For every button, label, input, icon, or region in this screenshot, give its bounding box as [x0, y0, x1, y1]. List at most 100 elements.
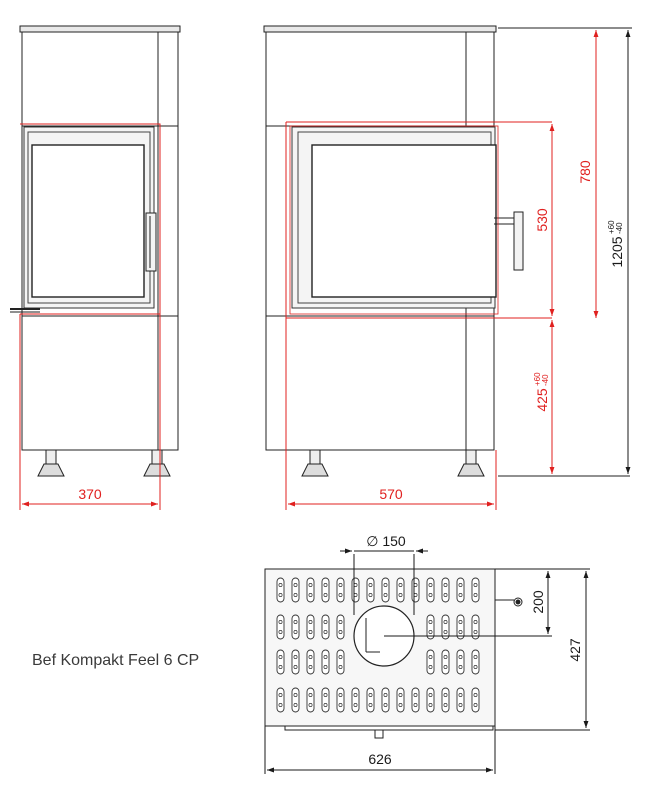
- vent-slot-hole: [308, 703, 313, 707]
- vent-slot-hole: [413, 693, 418, 697]
- door-height-label: 530: [534, 208, 550, 232]
- vent-slot: [291, 687, 300, 713]
- vent-slot-hole: [368, 703, 373, 707]
- vent-slot: [411, 687, 420, 713]
- flue-offset-label: 200: [530, 590, 546, 614]
- vent-slot: [456, 577, 465, 603]
- side-width-dimension: [19, 314, 161, 510]
- base-tol-plus: +60: [533, 372, 542, 386]
- vent-slot-hole: [458, 620, 463, 624]
- side-top-plate: [19, 25, 181, 33]
- vent-slot-hole: [473, 655, 478, 659]
- vent-slot-hole: [428, 703, 433, 707]
- total-height-dimension: [600, 27, 632, 474]
- front-top-plate: [263, 25, 497, 33]
- vent-slot-hole: [443, 665, 448, 669]
- vent-slot: [441, 649, 450, 675]
- vent-slot: [351, 687, 360, 713]
- vent-slot-hole: [443, 693, 448, 697]
- vent-slot: [366, 687, 375, 713]
- front-view: [263, 25, 524, 477]
- vent-slot-hole: [473, 693, 478, 697]
- vent-slot-hole: [428, 655, 433, 659]
- vent-slot-hole: [293, 703, 298, 707]
- vent-slot-hole: [443, 655, 448, 659]
- vent-slot-hole: [443, 583, 448, 587]
- flue-offset-dimension: [384, 568, 552, 637]
- vent-slot: [441, 577, 450, 603]
- vent-slot: [306, 649, 315, 675]
- vent-slot-hole: [428, 620, 433, 624]
- top-view: [264, 568, 523, 739]
- vent-slot-hole: [443, 620, 448, 624]
- vent-slot: [426, 614, 435, 640]
- vent-slot-hole: [458, 703, 463, 707]
- vent-slot-hole: [428, 593, 433, 597]
- vent-slot-hole: [473, 703, 478, 707]
- vent-slot-hole: [428, 583, 433, 587]
- vent-slot: [471, 577, 480, 603]
- vent-slot: [336, 577, 345, 603]
- vent-slot-hole: [278, 630, 283, 634]
- vent-slot: [441, 687, 450, 713]
- vent-slot-hole: [368, 583, 373, 587]
- vent-slot-hole: [278, 620, 283, 624]
- vent-slot: [306, 577, 315, 603]
- base-tol-minus: -40: [541, 374, 550, 386]
- vent-slot-hole: [458, 665, 463, 669]
- vent-slot: [426, 577, 435, 603]
- vent-slot: [426, 649, 435, 675]
- vent-slot-hole: [383, 593, 388, 597]
- vent-slot-hole: [398, 593, 403, 597]
- vent-slot-hole: [443, 593, 448, 597]
- vent-slot: [366, 577, 375, 603]
- vent-slot-hole: [473, 665, 478, 669]
- vent-slot-hole: [308, 593, 313, 597]
- svg-text:425: 425: [534, 388, 550, 412]
- vent-slot-hole: [383, 703, 388, 707]
- vent-slot-hole: [323, 593, 328, 597]
- vent-slot-hole: [293, 630, 298, 634]
- vent-slot-hole: [293, 655, 298, 659]
- front-width-dimension: [285, 318, 497, 510]
- vent-slot: [306, 687, 315, 713]
- vent-slot-hole: [368, 693, 373, 697]
- side-door-glass: [31, 144, 145, 298]
- vent-slot-hole: [458, 593, 463, 597]
- vent-slot-hole: [308, 620, 313, 624]
- total-tol-minus: -40: [615, 222, 624, 234]
- vent-slot-hole: [338, 693, 343, 697]
- vent-slot-hole: [458, 583, 463, 587]
- vent-slot-hole: [308, 630, 313, 634]
- vent-slot-hole: [293, 693, 298, 697]
- vent-slot-hole: [443, 703, 448, 707]
- total-height-label-group: 1205 +60 -40: [607, 220, 625, 268]
- vent-slot-hole: [428, 665, 433, 669]
- vent-slot-hole: [473, 593, 478, 597]
- vent-slot-hole: [383, 583, 388, 587]
- vent-slot-hole: [473, 620, 478, 624]
- vent-slot-hole: [323, 693, 328, 697]
- top-depth-label: 427: [567, 638, 583, 662]
- vent-slot-hole: [323, 703, 328, 707]
- vent-slot: [471, 614, 480, 640]
- vent-slot-hole: [323, 620, 328, 624]
- vent-slot-hole: [323, 583, 328, 587]
- front-width-label: 570: [379, 486, 403, 502]
- vent-slot: [321, 687, 330, 713]
- top-depth-dimension: [495, 568, 590, 731]
- top-bottom-edge: [284, 725, 494, 731]
- flue-diameter-value: 150: [382, 533, 406, 549]
- vent-slot: [336, 687, 345, 713]
- vent-slot-hole: [293, 665, 298, 669]
- total-tol-plus: +60: [607, 220, 616, 234]
- vent-slot-hole: [458, 693, 463, 697]
- flue-diameter-label: ∅ 150: [366, 533, 406, 549]
- svg-text:1205: 1205: [609, 236, 625, 267]
- base-height-label: 425: [534, 388, 550, 412]
- vent-slot: [381, 687, 390, 713]
- vent-slot-hole: [353, 693, 358, 697]
- vent-slot-hole: [398, 583, 403, 587]
- vent-slot-hole: [398, 703, 403, 707]
- flue-diameter-dimension: [340, 548, 428, 615]
